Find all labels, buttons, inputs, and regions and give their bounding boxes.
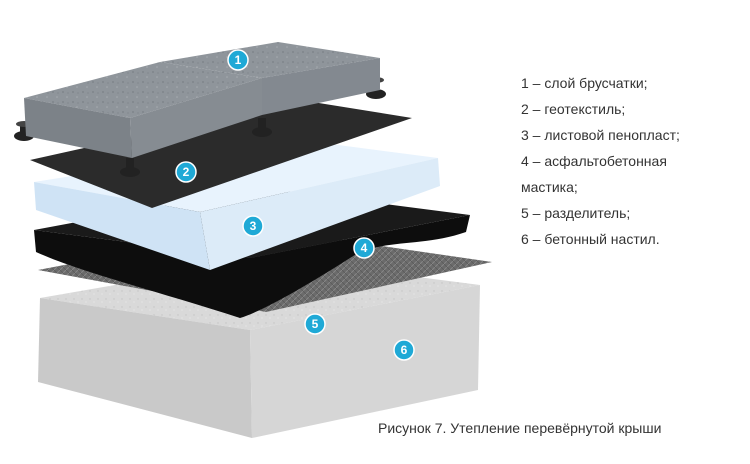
badge-3: 3: [242, 215, 264, 237]
badge-1: 1: [227, 49, 249, 71]
legend-item-foam: 3 – листовой пенопласт;: [521, 127, 680, 143]
badge-5: 5: [304, 313, 326, 335]
svg-text:3: 3: [250, 219, 257, 233]
svg-text:4: 4: [361, 241, 368, 255]
badge-4: 4: [353, 237, 375, 259]
legend-item-concrete: 6 – бетонный настил.: [521, 231, 660, 247]
figure-caption: Рисунок 7. Утепление перевёрнутой крыши: [378, 420, 662, 436]
svg-text:6: 6: [401, 343, 408, 357]
geotextile-layer: [30, 100, 412, 208]
roof-layers-illustration: 1 2 3 4 5 6: [14, 42, 492, 438]
svg-text:2: 2: [183, 165, 190, 179]
layer-legend: 1 – слой брусчатки; 2 – геотекстиль; 3 –…: [521, 70, 746, 252]
paver-layer: [24, 42, 380, 158]
legend-item-geotextile: 2 – геотекстиль;: [521, 101, 626, 117]
badge-2: 2: [175, 161, 197, 183]
legend-item-mastic: 4 – асфальтобетонная мастика;: [521, 153, 667, 195]
svg-text:1: 1: [235, 53, 242, 67]
legend-item-pavers: 1 – слой брусчатки;: [521, 75, 648, 91]
badge-6: 6: [393, 339, 415, 361]
svg-text:5: 5: [312, 317, 319, 331]
legend-item-separator: 5 – разделитель;: [521, 205, 631, 221]
